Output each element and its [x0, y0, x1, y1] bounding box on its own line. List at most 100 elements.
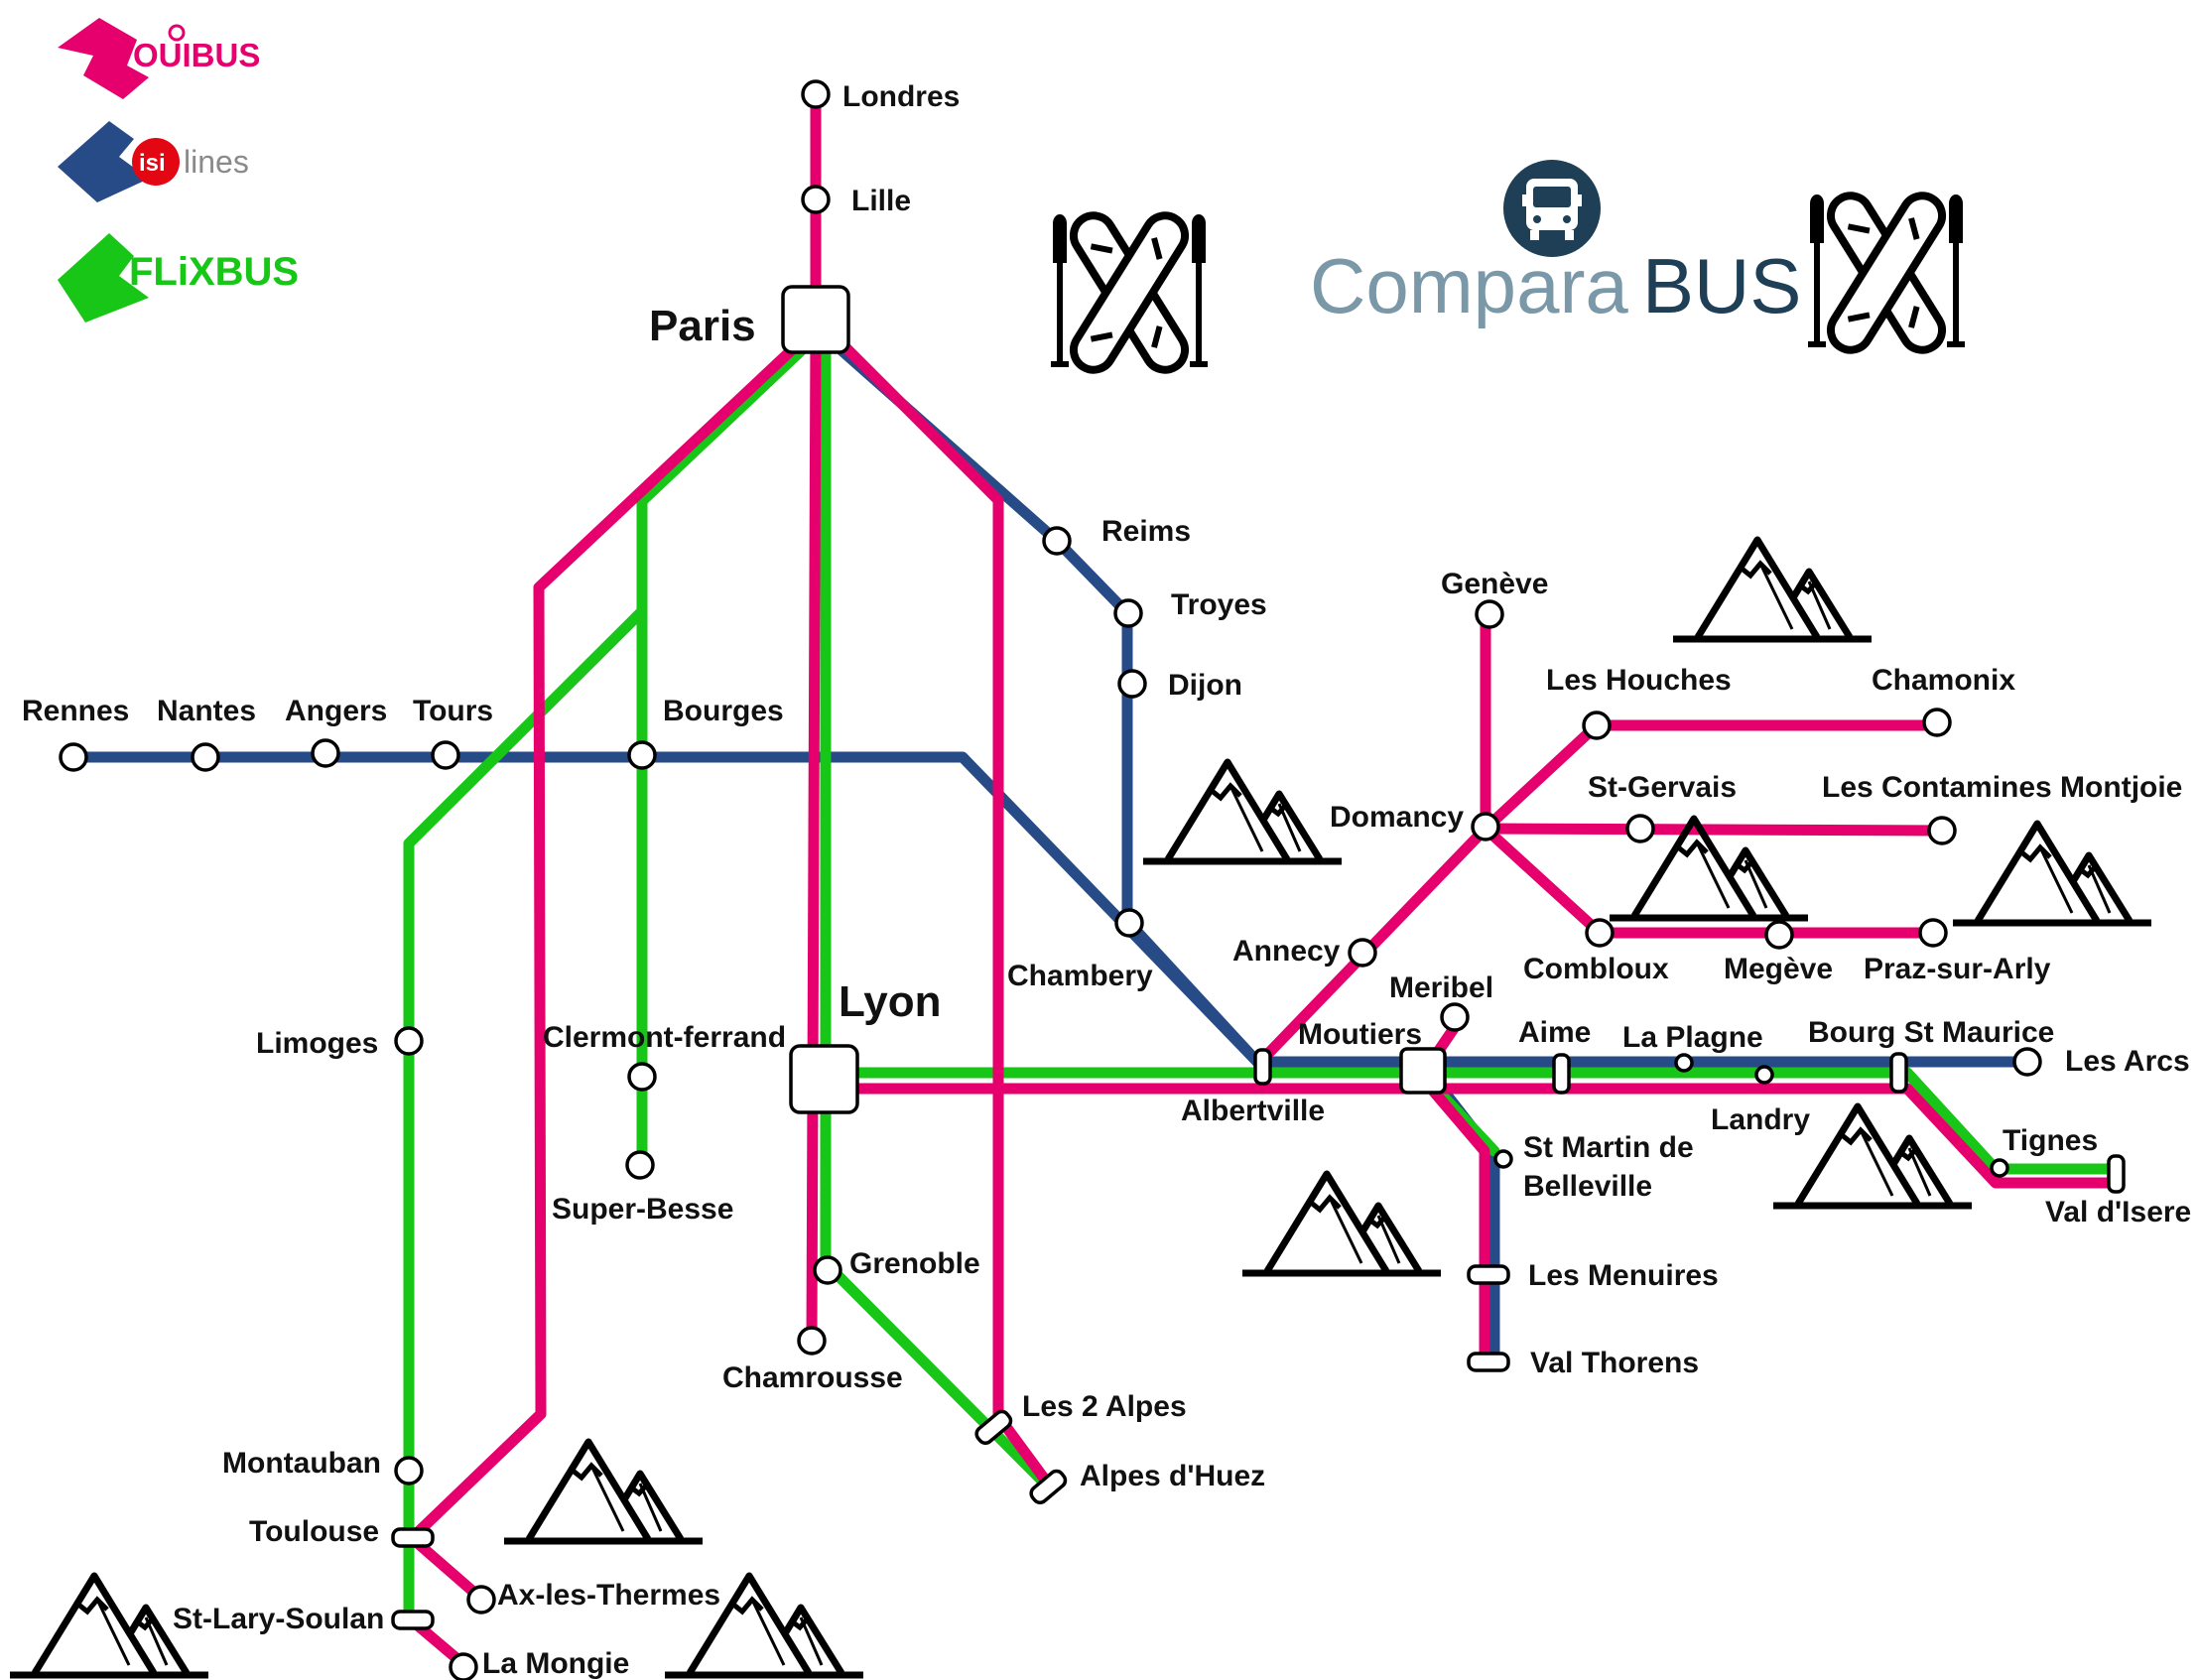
station-axlesthermes[interactable] — [466, 1585, 496, 1615]
station-superbesse[interactable] — [625, 1150, 655, 1180]
station-chamrousse[interactable] — [797, 1326, 827, 1356]
label-lille: Lille — [851, 185, 911, 217]
label-geneve: Genève — [1441, 568, 1548, 600]
station-stmartin[interactable] — [1493, 1149, 1513, 1169]
label-stmartin-line1: St Martin de — [1523, 1131, 1694, 1164]
isilines-logo-icon — [58, 121, 149, 202]
label-combloux: Combloux — [1523, 953, 1669, 985]
label-lesmenuires: Les Menuires — [1528, 1259, 1719, 1292]
station-bourgstmaurice[interactable] — [1889, 1052, 1908, 1094]
station-toulouse[interactable] — [391, 1527, 435, 1548]
station-contamines[interactable] — [1927, 816, 1957, 845]
label-alpesdhuez: Alpes d'Huez — [1080, 1460, 1265, 1492]
station-lamongie[interactable] — [449, 1652, 478, 1680]
station-limoges[interactable] — [394, 1026, 424, 1056]
station-chambery[interactable] — [1114, 908, 1144, 938]
mountain-icon — [1143, 762, 1342, 861]
station-les2alpes[interactable] — [973, 1409, 1013, 1446]
label-dijon: Dijon — [1168, 669, 1242, 702]
label-limoges: Limoges — [256, 1027, 378, 1060]
label-bourgstmaurice: Bourg St Maurice — [1808, 1016, 2054, 1049]
station-stlary[interactable] — [391, 1610, 435, 1630]
station-dijon[interactable] — [1117, 669, 1147, 699]
station-meribel[interactable] — [1440, 1002, 1470, 1032]
station-tignes[interactable] — [1990, 1158, 2009, 1178]
mountain-icon — [504, 1442, 703, 1541]
station-tours[interactable] — [431, 740, 460, 770]
station-landry[interactable] — [1754, 1065, 1774, 1085]
isilines-badge — [132, 138, 180, 186]
station-annecy[interactable] — [1348, 938, 1377, 968]
isilines-badge-text: isi — [139, 150, 166, 177]
label-troyes: Troyes — [1171, 588, 1267, 621]
label-albertville: Albertville — [1181, 1095, 1325, 1127]
station-moutiers-hub[interactable] — [1399, 1047, 1447, 1095]
station-aime[interactable] — [1552, 1053, 1571, 1095]
station-reims[interactable] — [1042, 526, 1072, 556]
comparabus-word-bus: BUS — [1642, 242, 1801, 329]
station-chamonix[interactable] — [1922, 708, 1952, 737]
station-megeve[interactable] — [1764, 920, 1794, 950]
station-grenoble[interactable] — [813, 1255, 842, 1285]
station-stgervais[interactable] — [1625, 814, 1655, 843]
label-axlesthermes: Ax-les-Thermes — [497, 1579, 720, 1612]
station-lesmenuires[interactable] — [1467, 1264, 1510, 1285]
label-praz: Praz-sur-Arly — [1864, 953, 2051, 985]
label-chamrousse: Chamrousse — [722, 1361, 903, 1394]
station-lyon-hub[interactable] — [789, 1044, 859, 1114]
station-lille[interactable] — [801, 185, 831, 214]
station-montauban[interactable] — [394, 1456, 424, 1486]
flixbus-routes — [403, 322, 2123, 1626]
station-rennes[interactable] — [59, 742, 88, 772]
station-londres[interactable] — [801, 79, 831, 109]
label-grenoble: Grenoble — [849, 1247, 980, 1280]
label-aime: Aime — [1518, 1016, 1591, 1049]
ouibus-logo-icon — [58, 18, 149, 99]
station-leshouches[interactable] — [1582, 711, 1612, 740]
label-contamines: Les Contamines Montjoie — [1822, 771, 2182, 804]
station-valdisere[interactable] — [2107, 1154, 2126, 1194]
label-meribel: Meribel — [1389, 971, 1493, 1004]
station-paris-hub[interactable] — [781, 285, 850, 354]
station-alpesdhuez[interactable] — [1028, 1469, 1068, 1505]
skis-and-poles-icon — [1808, 189, 1965, 357]
label-tignes: Tignes — [2003, 1124, 2098, 1157]
ouibus-brand: OUIBUS — [58, 18, 260, 99]
label-reims: Reims — [1101, 515, 1191, 548]
label-paris: Paris — [649, 302, 756, 350]
label-lyon: Lyon — [839, 977, 941, 1026]
station-lesarcs[interactable] — [2012, 1047, 2042, 1077]
station-geneve[interactable] — [1475, 599, 1504, 629]
label-clermont: Clermont-ferrand — [543, 1021, 786, 1054]
comparabus-word-compara: Compara — [1310, 242, 1628, 329]
station-nantes[interactable] — [191, 742, 220, 772]
station-troyes[interactable] — [1113, 598, 1143, 628]
label-stgervais: St-Gervais — [1588, 771, 1737, 804]
mountain-icon — [1673, 540, 1872, 639]
station-valthorens[interactable] — [1467, 1352, 1510, 1372]
label-chamonix: Chamonix — [1872, 664, 2015, 697]
label-les2alpes: Les 2 Alpes — [1022, 1390, 1187, 1423]
station-laplagne[interactable] — [1674, 1053, 1694, 1073]
station-angers[interactable] — [311, 738, 340, 768]
label-lamongie: La Mongie — [482, 1647, 629, 1680]
label-valthorens: Val Thorens — [1530, 1347, 1699, 1379]
flixbus-wordmark: FLiXBUS — [129, 250, 299, 294]
isilines-wordmark: lines — [184, 144, 249, 180]
station-albertville[interactable] — [1253, 1048, 1272, 1086]
label-toulouse: Toulouse — [249, 1515, 379, 1548]
label-landry: Landry — [1711, 1103, 1810, 1136]
station-combloux[interactable] — [1585, 918, 1615, 948]
operator-legend: OUIBUS isi lines FLiXBUS — [58, 18, 299, 323]
label-bourges: Bourges — [663, 695, 784, 727]
station-praz[interactable] — [1918, 918, 1948, 948]
label-nantes: Nantes — [157, 695, 256, 727]
ouibus-wordmark: OUIBUS — [133, 37, 260, 73]
label-domancy: Domancy — [1330, 801, 1464, 834]
label-valdisere: Val d'Isere — [2045, 1196, 2191, 1228]
station-clermont[interactable] — [627, 1062, 657, 1092]
label-rennes: Rennes — [22, 695, 129, 727]
station-domancy[interactable] — [1471, 812, 1500, 841]
station-bourges[interactable] — [627, 740, 657, 770]
